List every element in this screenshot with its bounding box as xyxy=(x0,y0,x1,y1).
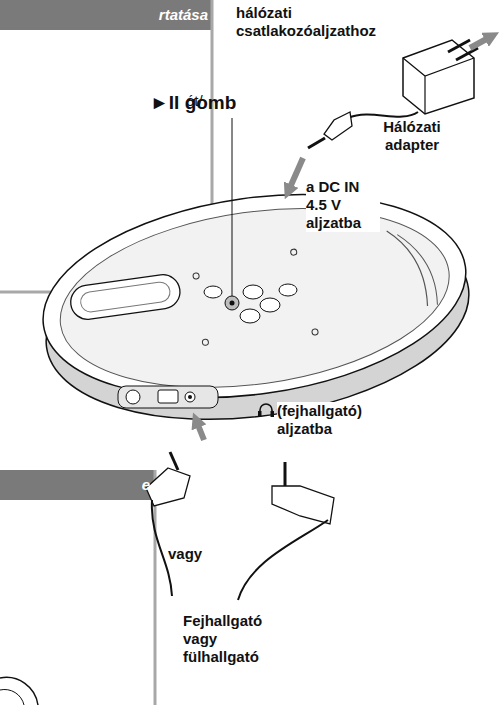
device-label: Fejhallgató vagy fülhallgató xyxy=(183,612,283,666)
button-label: ►II gomb xyxy=(150,92,280,115)
adapter-label: Hálózati adapter xyxy=(362,118,462,154)
jack-label: a DC IN 4.5 V aljzatba xyxy=(306,178,380,232)
outlet-label: hálózati csatlakozóaljzathoz xyxy=(236,4,404,40)
jack-label: (fejhallgató) aljzatba xyxy=(277,402,389,438)
instruction-panel xyxy=(0,470,155,705)
conjunction-text: vagy xyxy=(168,545,218,563)
cd-player xyxy=(30,169,482,444)
ac-adapter xyxy=(288,36,492,192)
button-cluster xyxy=(204,284,297,323)
leader-line xyxy=(232,118,233,296)
section-heading: e xyxy=(110,476,150,494)
jack-panel xyxy=(118,386,218,408)
section-heading: rtatása xyxy=(100,6,208,24)
